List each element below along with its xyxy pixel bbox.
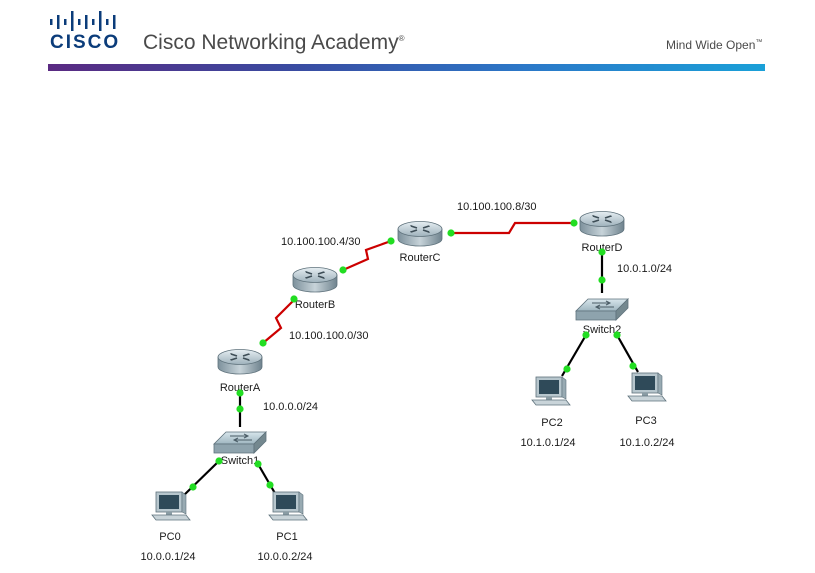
page-header: CISCO Cisco Networking Academy® Mind Wid… [0, 0, 815, 75]
network-label-lan-a: 10.0.0.0/24 [263, 401, 318, 413]
port-light [629, 362, 637, 370]
router-b[interactable]: RouterB [292, 266, 338, 312]
switch-1[interactable]: Switch1 [213, 431, 267, 467]
switch-2-label: Switch2 [583, 324, 622, 336]
pc-0[interactable]: PC0 10.0.0.1/24 [140, 491, 196, 563]
port-light [598, 276, 606, 284]
network-label-ab: 10.100.100.0/30 [289, 330, 369, 342]
router-c-label: RouterC [400, 252, 441, 264]
router-d[interactable]: RouterD [579, 210, 625, 255]
router-a-label: RouterA [220, 382, 261, 394]
link-switch1-pc0[interactable] [180, 460, 220, 499]
router-d-label: RouterD [582, 242, 623, 254]
port-light [215, 457, 223, 465]
pc-3-address: 10.1.0.2/24 [619, 437, 674, 449]
pc-2-address: 10.1.0.1/24 [520, 437, 575, 449]
port-light [387, 237, 395, 245]
cisco-brand-text: CISCO [50, 32, 121, 53]
link-routera-routerb[interactable] [262, 299, 295, 344]
pc-1-address: 10.0.0.2/24 [257, 551, 312, 563]
link-routerb-routerc[interactable] [342, 239, 392, 272]
port-light [266, 481, 274, 489]
port-light [254, 460, 262, 468]
academy-title: Cisco Networking Academy® [143, 31, 405, 54]
port-light [582, 331, 590, 339]
link-routerc-routerd[interactable] [451, 221, 574, 235]
port-light [339, 266, 347, 274]
network-label-bc: 10.100.100.4/30 [281, 236, 361, 248]
serial-links [262, 221, 574, 344]
pc-3-label: PC3 [635, 415, 656, 427]
router-b-label: RouterB [295, 299, 335, 311]
pc-3[interactable]: PC3 10.1.0.2/24 [619, 372, 675, 449]
pc-0-address: 10.0.0.1/24 [140, 551, 195, 563]
port-light [598, 248, 606, 256]
pc-2-label: PC2 [541, 417, 562, 429]
pc-0-label: PC0 [159, 531, 180, 543]
port-light [563, 365, 571, 373]
port-light [447, 229, 455, 237]
port-light [613, 331, 621, 339]
pc-1[interactable]: PC1 10.0.0.2/24 [257, 491, 313, 563]
port-light [570, 219, 578, 227]
tagline: Mind Wide Open™ [666, 38, 763, 52]
network-label-lan-d: 10.0.1.0/24 [617, 263, 672, 275]
pc-1-label: PC1 [276, 531, 297, 543]
port-light [236, 405, 244, 413]
switch-2[interactable]: Switch2 [575, 298, 629, 336]
cisco-logo-icon [50, 11, 116, 31]
router-c[interactable]: RouterC [397, 220, 443, 265]
port-light [236, 389, 244, 397]
port-light [259, 339, 267, 347]
router-a[interactable]: RouterA [217, 348, 263, 395]
link-switch1-pc1[interactable] [257, 463, 277, 496]
switch-1-label: Switch1 [221, 455, 260, 467]
network-label-cd: 10.100.100.8/30 [457, 201, 537, 213]
port-light [189, 483, 197, 491]
header-gradient-bar [48, 64, 765, 71]
port-status-lights [189, 219, 637, 491]
pc-2[interactable]: PC2 10.1.0.1/24 [520, 376, 576, 449]
port-light [290, 295, 298, 303]
